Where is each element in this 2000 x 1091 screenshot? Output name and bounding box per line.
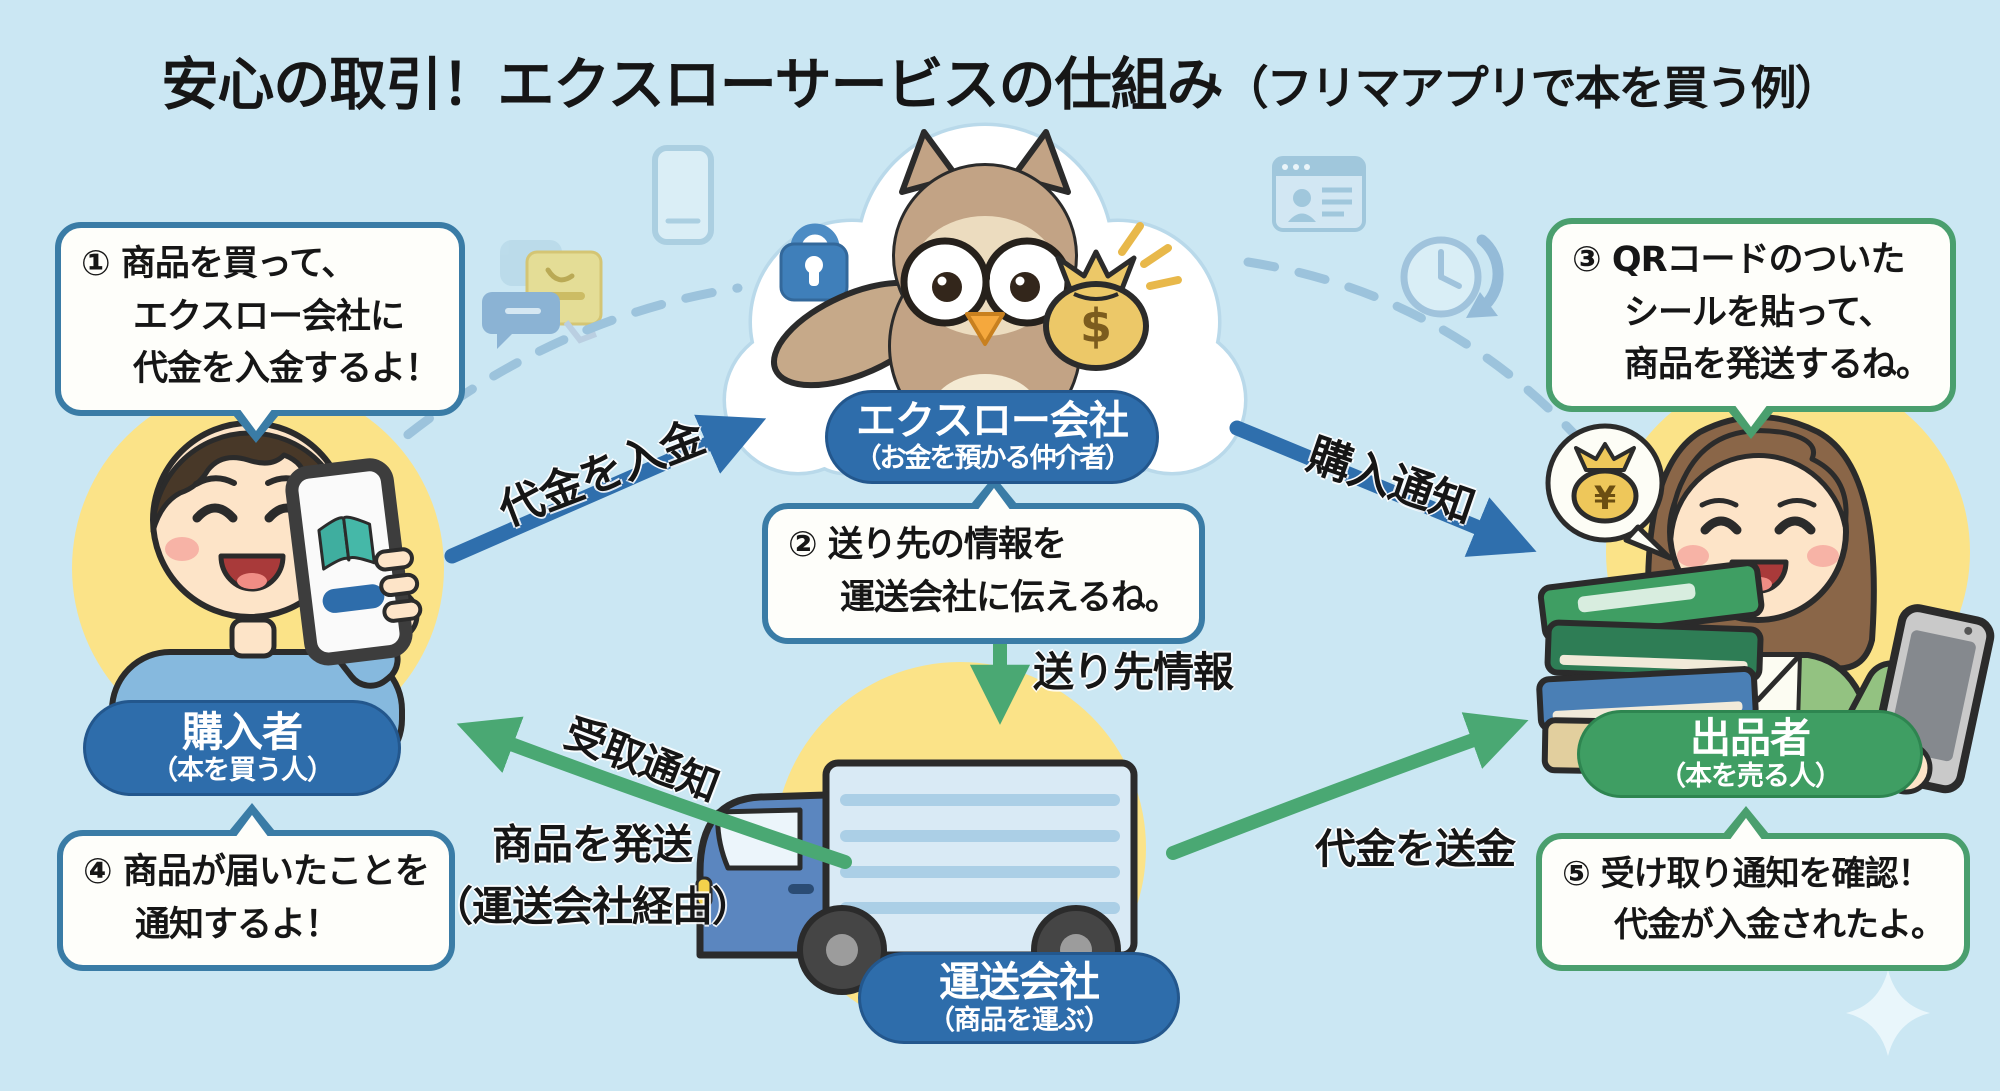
arrow-remit xyxy=(1166,712,1529,860)
bubble-step1-line1: ① 商品を買って、 xyxy=(81,244,356,284)
bubble-step2-line1: ② 送り先の情報を xyxy=(788,525,1067,565)
buyer-name: 購入者 xyxy=(182,707,303,756)
bubble-step3-line2: シールを貼って、 xyxy=(1624,292,1894,333)
dollar-money-bag-icon: $ xyxy=(1043,249,1149,371)
buyer-illustration xyxy=(72,382,444,780)
bubble-step3-line3: 商品を発送するね。 xyxy=(1624,345,1931,385)
carrier-name: 運送会社 xyxy=(939,957,1100,1006)
escrow-role: （お金を預かる仲介者） xyxy=(854,443,1132,475)
profile-window-icon xyxy=(1272,156,1366,232)
arrow-purchase-notice xyxy=(1229,420,1537,557)
sparkle-icon xyxy=(1846,970,1930,1056)
label-shipping-info: 送り先情報 xyxy=(1033,648,1234,696)
label-ship-product-line2: （運送会社経由） xyxy=(432,882,753,930)
bubble-step1-line2: エクスロー会社に xyxy=(133,296,405,337)
seller-role: （本を売る人） xyxy=(1659,761,1842,793)
label-ship-product: 商品を発送 （運送会社経由） xyxy=(432,815,753,938)
arrow-deposit xyxy=(444,414,767,564)
bubble-step2-line2: 運送会社に伝えるね。 xyxy=(840,577,1180,618)
buyer-role: （本を買う人） xyxy=(151,755,334,787)
owl-mascot: $ xyxy=(770,129,1182,450)
bubble-step5-line1: ⑤ 受け取り通知を確認！ xyxy=(1562,854,1932,894)
bubble-step5-seller: ⑤ 受け取り通知を確認！ 代金が入金されたよ。 xyxy=(1536,833,1970,971)
smartphone-icon xyxy=(652,145,714,245)
bubble-step2-escrow: ② 送り先の情報を 運送会社に伝えるね。 xyxy=(762,503,1205,644)
history-clock-icon xyxy=(1400,234,1504,318)
arrow-receipt-notice xyxy=(456,716,852,869)
bubble-step4-buyer: ④ 商品が届いたことを 通知するよ！ xyxy=(57,830,455,971)
dollar-symbol: $ xyxy=(1080,299,1112,353)
page-title: 安心の取引！エクスローサービスの仕組み（フリマアプリで本を買う例） xyxy=(0,39,2000,121)
escrow-name: エクスロー会社 xyxy=(856,398,1129,445)
book-app-icon xyxy=(317,515,376,571)
chat-bubbles-icon xyxy=(482,240,603,349)
title-note: （フリマアプリで本を買う例） xyxy=(1222,61,1841,116)
sparkle-lines xyxy=(1118,222,1182,290)
label-remit: 代金を送金 xyxy=(1315,825,1516,873)
dashed-link-buyer-escrow xyxy=(363,283,743,473)
carrier-role: （商品を運ぶ） xyxy=(928,1005,1111,1037)
title-main: 安心の取引！エクスローサービスの仕組み xyxy=(161,52,1223,119)
pill-carrier: 運送会社 （商品を運ぶ） xyxy=(858,952,1180,1044)
bubble-step1-line3: 代金を入金するよ！ xyxy=(133,349,440,389)
bubble-step1-buyer: ① 商品を買って、 エクスロー会社に 代金を入金するよ！ xyxy=(55,222,466,416)
seller-name: 出品者 xyxy=(1690,713,1811,762)
bubble-step4-line2: 通知するよ！ xyxy=(135,904,340,945)
pill-buyer: 購入者 （本を買う人） xyxy=(83,700,401,796)
bubble-step5-line2: 代金が入金されたよ。 xyxy=(1614,905,1945,945)
yen-money-bag-icon: ¥ xyxy=(1545,423,1673,561)
yen-symbol: ¥ xyxy=(1594,479,1616,517)
bubble-step3-line1: ③ QRコードのついた xyxy=(1572,240,1906,280)
lock-icon xyxy=(779,223,849,302)
pill-seller: 出品者 （本を売る人） xyxy=(1577,710,1923,798)
bubble-step3-seller: ③ QRコードのついた シールを貼って、 商品を発送するね。 xyxy=(1546,218,1957,412)
buyer-phone xyxy=(285,458,423,666)
dashed-link-escrow-seller xyxy=(1243,257,1581,441)
label-ship-product-line1: 商品を発送 xyxy=(492,820,693,869)
pill-escrow: エクスロー会社 （お金を預かる仲介者） xyxy=(825,390,1159,484)
bubble-step4-line1: ④ 商品が届いたことを xyxy=(83,852,430,892)
